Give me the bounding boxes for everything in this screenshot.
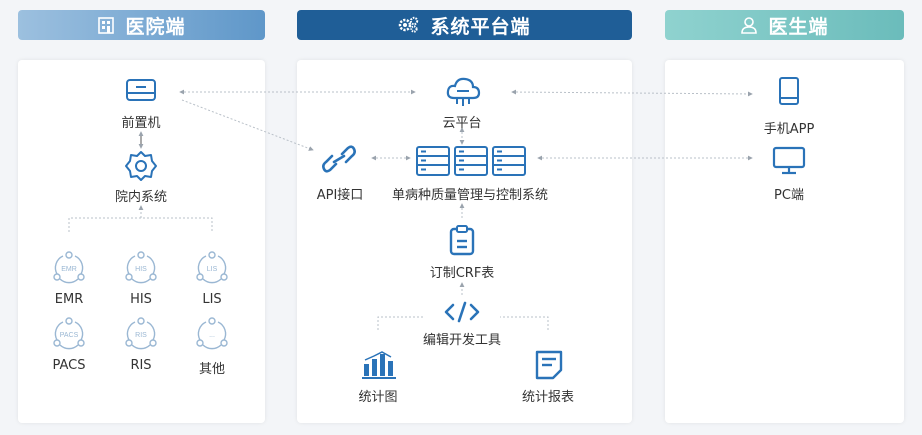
doctor-icon <box>740 16 758 34</box>
systems-bracket <box>68 217 213 232</box>
system-label: RIS <box>130 358 152 373</box>
internal-system-label: 院内系统 <box>114 190 168 205</box>
system-node-icon: PACS <box>51 316 87 356</box>
cloud-app-link <box>511 89 753 97</box>
server-icon <box>124 78 158 108</box>
bar-chart-icon <box>361 350 397 384</box>
doctor-title: 医生端 <box>768 15 829 38</box>
system-badge-text: LIS <box>207 266 218 273</box>
front-machine-label: 前置机 <box>121 116 161 131</box>
system-label: LIS <box>202 292 222 307</box>
server-rack-icon <box>415 146 527 180</box>
gear-icon <box>124 150 158 186</box>
system-badge-text: ... <box>209 332 215 339</box>
hospital-building-icon <box>97 16 115 34</box>
platform-header: 系统平台端 <box>297 10 632 40</box>
system-label: HIS <box>130 292 152 307</box>
doctor-panel <box>665 60 904 423</box>
gears-icon <box>398 16 420 34</box>
system-label: 其他 <box>198 362 226 377</box>
clipboard-icon <box>448 224 476 260</box>
cloud-label: 云平台 <box>442 116 482 131</box>
system-badge-text: EMR <box>61 266 77 273</box>
report-icon <box>533 348 565 384</box>
control-system-label: 单病种质量管理与控制系统 <box>391 188 549 203</box>
tablet-icon <box>778 76 800 110</box>
system-node-icon: ... <box>194 316 230 356</box>
system-label: EMR <box>54 292 84 307</box>
stats-chart-label: 统计图 <box>358 390 398 405</box>
system-node-icon: RIS <box>123 316 159 356</box>
api-label: API接口 <box>316 188 364 203</box>
chart-editor-link <box>377 316 424 330</box>
link-icon <box>322 144 356 178</box>
system-node-icon: LIS <box>194 250 230 290</box>
mobile-app-label: 手机APP <box>763 122 815 137</box>
front-api-link <box>181 99 314 151</box>
doctor-header: 医生端 <box>665 10 904 40</box>
cloud-icon <box>445 76 481 112</box>
monitor-icon <box>772 146 806 180</box>
system-node-icon: EMR <box>51 250 87 290</box>
hospital-header: 医院端 <box>18 10 265 40</box>
code-icon <box>444 301 480 327</box>
system-label: PACS <box>52 358 86 373</box>
system-badge-text: HIS <box>135 266 147 273</box>
hospital-panel <box>18 60 265 423</box>
stats-report-label: 统计报表 <box>521 390 575 405</box>
platform-title: 系统平台端 <box>430 15 531 38</box>
pc-label: PC端 <box>774 188 804 203</box>
crf-label: 订制CRF表 <box>429 266 495 281</box>
system-badge-text: RIS <box>135 332 147 339</box>
system-node-icon: HIS <box>123 250 159 290</box>
editor-label: 编辑开发工具 <box>422 333 502 348</box>
system-badge-text: PACS <box>60 332 79 339</box>
report-editor-link <box>500 316 549 330</box>
hospital-title: 医院端 <box>125 15 186 38</box>
